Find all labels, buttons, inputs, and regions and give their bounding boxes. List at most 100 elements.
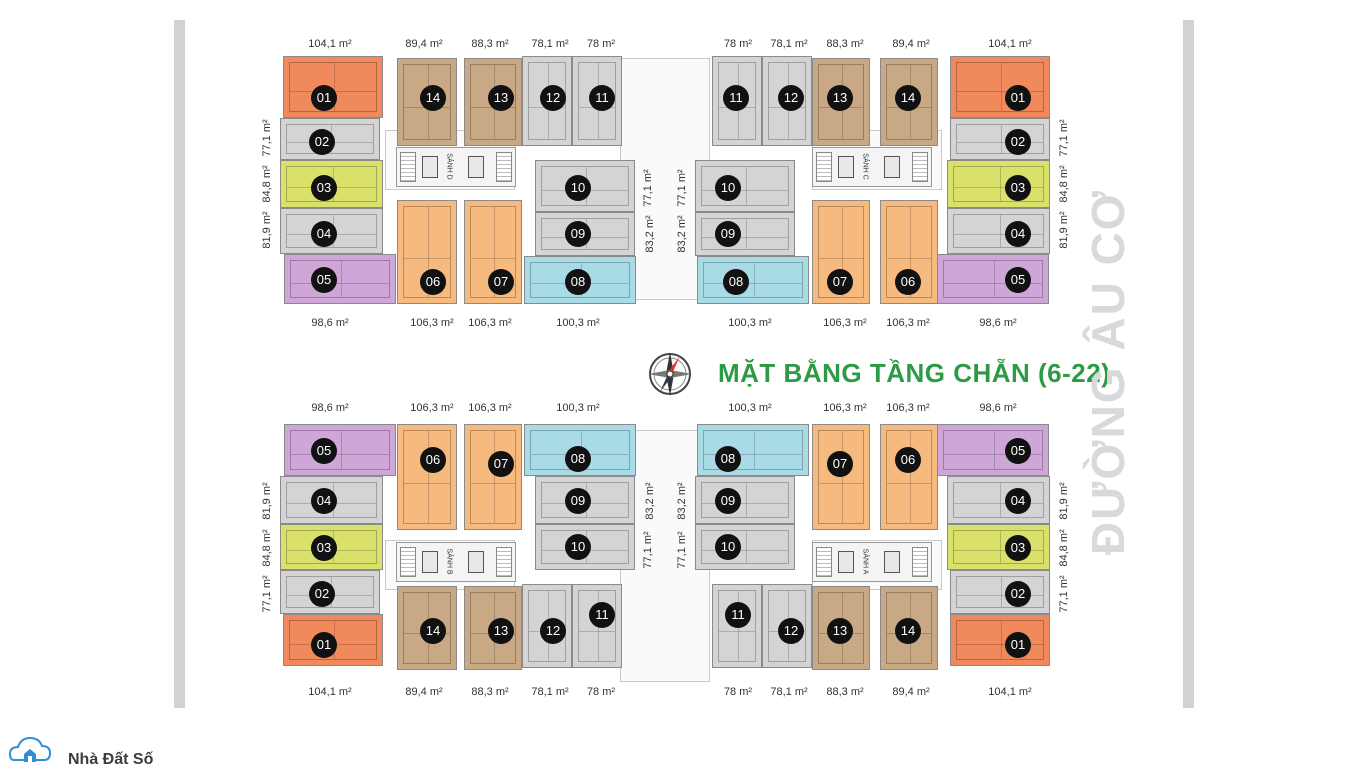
unit-room-outline <box>578 62 616 140</box>
unit-interior-wall <box>746 483 747 517</box>
area-label-08: 100,3 m² <box>728 317 772 329</box>
unit-number-badge: 02 <box>309 581 335 607</box>
elevator-icon <box>468 156 484 178</box>
unit-number-badge: 03 <box>1005 175 1031 201</box>
unit-number-badge: 06 <box>420 447 446 473</box>
unit-room-outline <box>701 218 789 250</box>
area-label-01: 104,1 m² <box>988 686 1032 698</box>
area-label-03: 84,8 m² <box>261 529 273 567</box>
unit-01-top-right <box>950 56 1050 118</box>
area-label-14: 89,4 m² <box>405 686 443 698</box>
area-label-02: 77,1 m² <box>261 119 273 157</box>
area-label-04: 81,9 m² <box>261 482 273 520</box>
unit-05-top-right <box>937 254 1049 304</box>
area-label-09: 83,2 m² <box>644 482 656 520</box>
unit-room-outline <box>818 592 864 664</box>
unit-interior-wall <box>957 142 1043 143</box>
unit-room-outline <box>818 64 864 140</box>
area-label-03: 84,8 m² <box>261 165 273 203</box>
unit-number-badge: 06 <box>895 447 921 473</box>
unit-07-top-right <box>812 200 870 304</box>
street-label: ĐƯỜNG ÂU CƠ <box>1082 188 1134 556</box>
unit-interior-wall <box>944 454 1042 455</box>
unit-number-badge: 13 <box>827 85 853 111</box>
unit-interior-wall <box>702 190 788 191</box>
elevator-icon <box>422 156 438 178</box>
unit-interior-wall <box>1001 577 1002 607</box>
elevator-icon <box>884 156 900 178</box>
area-label-06: 106,3 m² <box>886 402 930 414</box>
unit-interior-wall <box>291 283 389 284</box>
unit-interior-wall <box>1000 531 1001 563</box>
unit-interior-wall <box>910 207 911 297</box>
area-label-07: 106,3 m² <box>823 317 867 329</box>
unit-interior-wall <box>746 219 747 249</box>
area-label-12: 78,1 m² <box>770 686 808 698</box>
stair-icon <box>496 547 512 577</box>
left-margin-bar <box>174 20 185 708</box>
unit-02-top-right <box>950 118 1050 160</box>
unit-room-outline <box>818 430 864 524</box>
unit-room-outline <box>701 530 789 564</box>
brand-logo-icon <box>8 736 52 762</box>
unit-09-bottom-left <box>535 476 635 524</box>
unit-05-top-left <box>284 254 396 304</box>
unit-number-badge: 04 <box>311 221 337 247</box>
stair-icon <box>816 152 832 182</box>
right-margin-bar <box>1183 20 1194 708</box>
area-label-10: 77,1 m² <box>676 531 688 569</box>
unit-room-outline <box>286 530 377 564</box>
unit-interior-wall <box>746 531 747 563</box>
unit-06-bottom-left <box>397 424 457 530</box>
area-label-11: 78 m² <box>723 38 753 50</box>
unit-room-outline <box>470 430 516 524</box>
unit-room-outline <box>470 592 516 664</box>
unit-number-badge: 13 <box>827 618 853 644</box>
unit-03-bottom-right <box>947 524 1050 570</box>
unit-05-bottom-right <box>937 424 1049 476</box>
unit-room-outline <box>953 482 1044 518</box>
unit-interior-wall <box>944 283 1042 284</box>
unit-interior-wall <box>471 258 515 259</box>
area-label-08: 100,3 m² <box>556 402 600 414</box>
unit-interior-wall <box>910 431 911 523</box>
unit-number-badge: 09 <box>565 221 591 247</box>
unit-number-badge: 07 <box>488 269 514 295</box>
unit-interior-wall <box>954 187 1043 188</box>
unit-03-top-right <box>947 160 1050 208</box>
unit-room-outline <box>818 206 864 298</box>
unit-14-top-left <box>397 58 457 146</box>
lobby-label-bottom-right: SẢNH A <box>861 548 869 575</box>
unit-interior-wall <box>428 207 429 297</box>
unit-14-bottom-left <box>397 586 457 670</box>
unit-09-bottom-right <box>695 476 795 524</box>
area-label-05: 98,6 m² <box>311 317 349 329</box>
unit-number-badge: 01 <box>311 85 337 111</box>
elevator-icon <box>838 156 854 178</box>
unit-number-badge: 14 <box>895 85 921 111</box>
unit-number-badge: 10 <box>565 175 591 201</box>
area-label-05: 98,6 m² <box>979 402 1017 414</box>
unit-interior-wall <box>754 263 755 297</box>
unit-number-badge: 11 <box>589 85 615 111</box>
unit-04-bottom-right <box>947 476 1050 524</box>
area-label-10: 77,1 m² <box>642 169 654 207</box>
unit-number-badge: 12 <box>540 618 566 644</box>
unit-room-outline <box>943 260 1043 298</box>
unit-04-top-right <box>947 208 1050 254</box>
unit-number-badge: 03 <box>1005 535 1031 561</box>
unit-number-badge: 04 <box>1005 221 1031 247</box>
unit-07-bottom-right <box>812 424 870 530</box>
area-label-14: 89,4 m² <box>405 38 443 50</box>
unit-room-outline <box>290 260 390 298</box>
unit-room-outline <box>403 592 451 664</box>
unit-number-badge: 08 <box>723 269 749 295</box>
unit-room-outline <box>943 430 1043 470</box>
area-label-07: 106,3 m² <box>468 402 512 414</box>
unit-room-outline <box>886 206 932 298</box>
unit-room-outline <box>289 620 377 660</box>
unit-room-outline <box>541 530 629 564</box>
unit-interior-wall <box>954 503 1043 504</box>
unit-05-bottom-left <box>284 424 396 476</box>
area-label-08: 100,3 m² <box>556 317 600 329</box>
